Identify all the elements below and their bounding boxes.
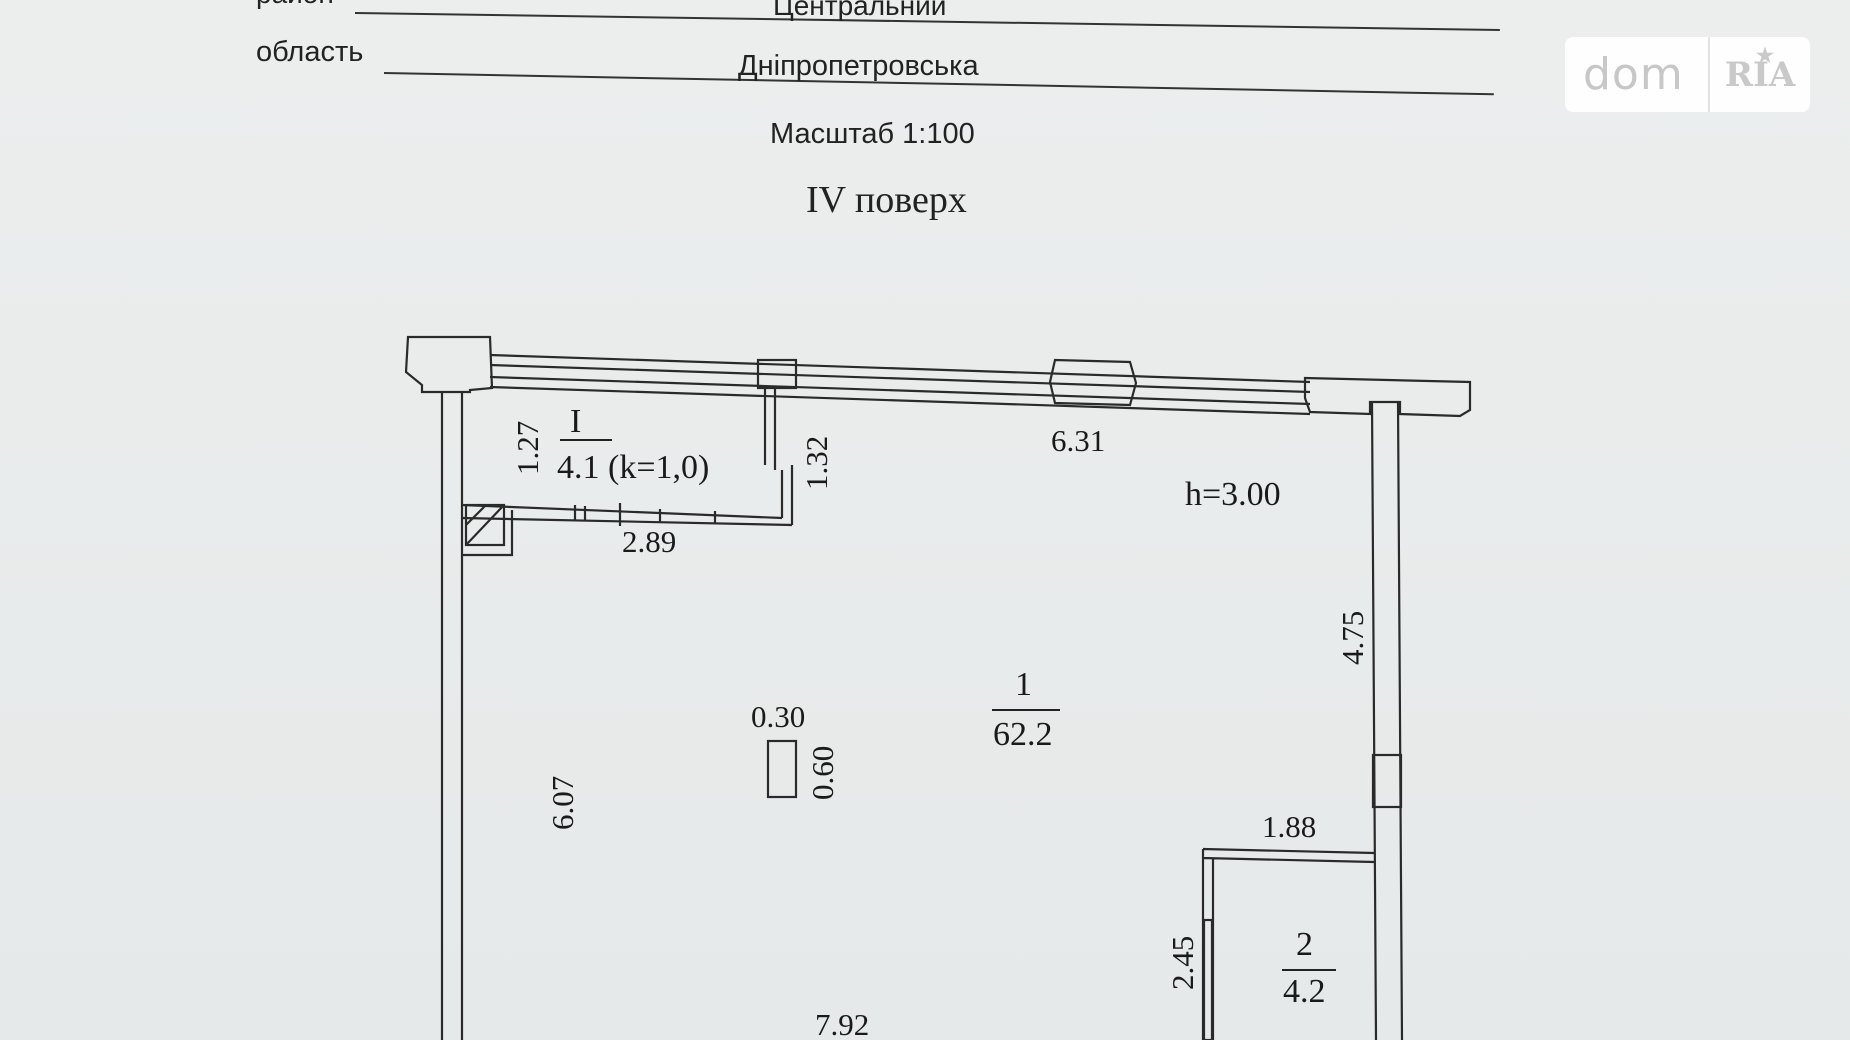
- room-I-area: 4.1 (k=1,0): [557, 449, 709, 486]
- dim-column-depth: 0.60: [805, 746, 840, 800]
- dim-top-wall: 6.31: [1051, 423, 1105, 458]
- bathroom-door: [1202, 918, 1214, 1040]
- balcony-partition-horizontal: [461, 503, 793, 527]
- corner-pier-left: [404, 335, 494, 394]
- right-wall-window: [1371, 753, 1403, 809]
- dim-bottom-wall: 7.92: [815, 1007, 869, 1040]
- dim-balcony-width: 2.89: [622, 524, 676, 559]
- room-1-number: 1: [1015, 666, 1032, 703]
- dim-bath-width: 1.88: [1262, 809, 1316, 844]
- room-1-area: 62.2: [993, 716, 1053, 753]
- dim-left-wall: 6.07: [545, 776, 580, 830]
- domria-watermark: dom ★ RIA: [1565, 37, 1810, 112]
- balcony-partition-vertical: [763, 388, 794, 525]
- right-wall: [1370, 401, 1404, 1040]
- district-label: район: [256, 0, 334, 10]
- dim-column-width: 0.30: [751, 699, 805, 734]
- top-wall: [489, 353, 1311, 416]
- dim-bath-height: 2.45: [1165, 936, 1200, 990]
- room-2-area: 4.2: [1283, 973, 1326, 1010]
- pier-top-center: [1048, 358, 1138, 407]
- watermark-partner: RIA: [1724, 54, 1796, 95]
- balcony-door: [573, 503, 717, 526]
- dim-balcony-right: 1.32: [799, 436, 834, 490]
- floor-title: IV поверх: [806, 179, 967, 221]
- region-value: Дніпропетровська: [738, 50, 979, 82]
- dim-right-wall: 4.75: [1335, 611, 1370, 665]
- vent-shaft-diagonal: [465, 504, 505, 546]
- watermark-partner-logo: ★ RIA: [1710, 37, 1810, 112]
- vent-shaft-ledge: [462, 510, 514, 557]
- room-2-number: 2: [1296, 926, 1313, 963]
- star-icon: ★: [1756, 43, 1774, 67]
- pier-top-middle: [756, 358, 798, 390]
- column: [766, 739, 798, 799]
- corner-pier-right: [1303, 376, 1472, 418]
- scale-label: Масштаб 1:100: [770, 118, 975, 150]
- dim-balcony-height: 1.27: [510, 421, 545, 475]
- watermark-brand: dom: [1583, 49, 1684, 100]
- bathroom-walls: [1201, 847, 1375, 1040]
- room-I-number: I: [570, 403, 581, 440]
- left-wall: [440, 392, 464, 1040]
- region-label: область: [256, 36, 364, 68]
- watermark-divider: [1708, 37, 1710, 112]
- district-value: Центральний: [773, 0, 947, 21]
- ceiling-height: h=3.00: [1185, 476, 1281, 513]
